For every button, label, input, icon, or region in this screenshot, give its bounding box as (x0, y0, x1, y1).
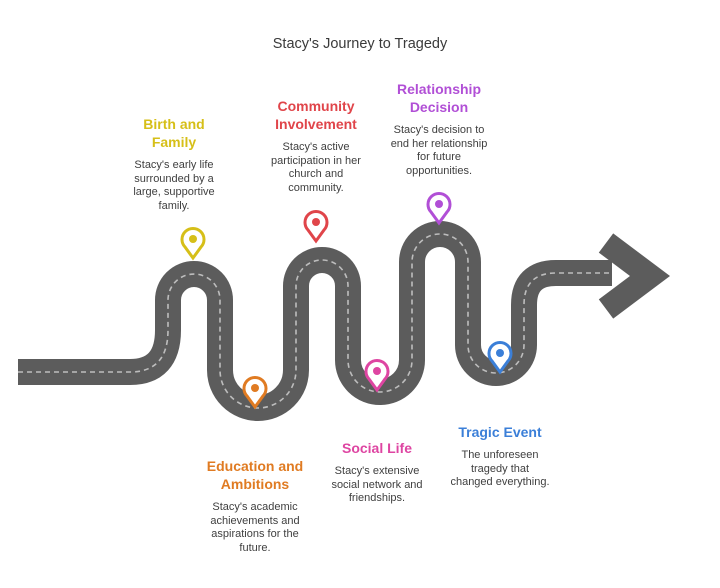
stage-heading: Tragic Event (458, 424, 542, 440)
stage-tragic: Tragic Event The unforeseen tragedy that… (438, 423, 562, 490)
road-arrow-head (598, 233, 670, 319)
stage-community: Community Involvement Stacy's active par… (256, 97, 376, 195)
stage-social: Social Life Stacy's extensive social net… (318, 439, 436, 506)
marker-birth-icon (180, 227, 206, 261)
road-center-line (18, 233, 612, 409)
stage-heading: Education and Ambitions (206, 458, 304, 492)
stage-relationship: Relationship Decision Stacy's decision t… (374, 80, 504, 178)
diagram-title: Stacy's Journey to Tragedy (272, 36, 448, 52)
stage-description: Stacy's academic achievements and aspira… (210, 501, 300, 554)
stage-description: Stacy's active participation in her chur… (271, 141, 361, 194)
marker-relationship-icon (426, 192, 452, 226)
stage-heading: Relationship Decision (396, 81, 481, 115)
stage-heading: Birth and Family (143, 116, 205, 150)
marker-social-icon (364, 359, 390, 393)
stage-description: Stacy's extensive social network and fri… (331, 465, 423, 504)
marker-community-icon (303, 210, 329, 244)
stage-description: Stacy's early life surrounded by a large… (133, 159, 215, 212)
stage-heading: Community Involvement (275, 98, 357, 132)
stage-description: The unforeseen tragedy that changed ever… (450, 449, 550, 488)
stage-education: Education and Ambitions Stacy's academic… (196, 457, 314, 555)
marker-education-icon (242, 376, 268, 410)
marker-tragic-icon (487, 341, 513, 375)
stage-heading: Social Life (341, 440, 413, 456)
stage-description: Stacy's decision to end her relationship… (390, 124, 488, 177)
stage-birth: Birth and Family Stacy's early life surr… (122, 115, 226, 213)
road-path (18, 221, 612, 421)
